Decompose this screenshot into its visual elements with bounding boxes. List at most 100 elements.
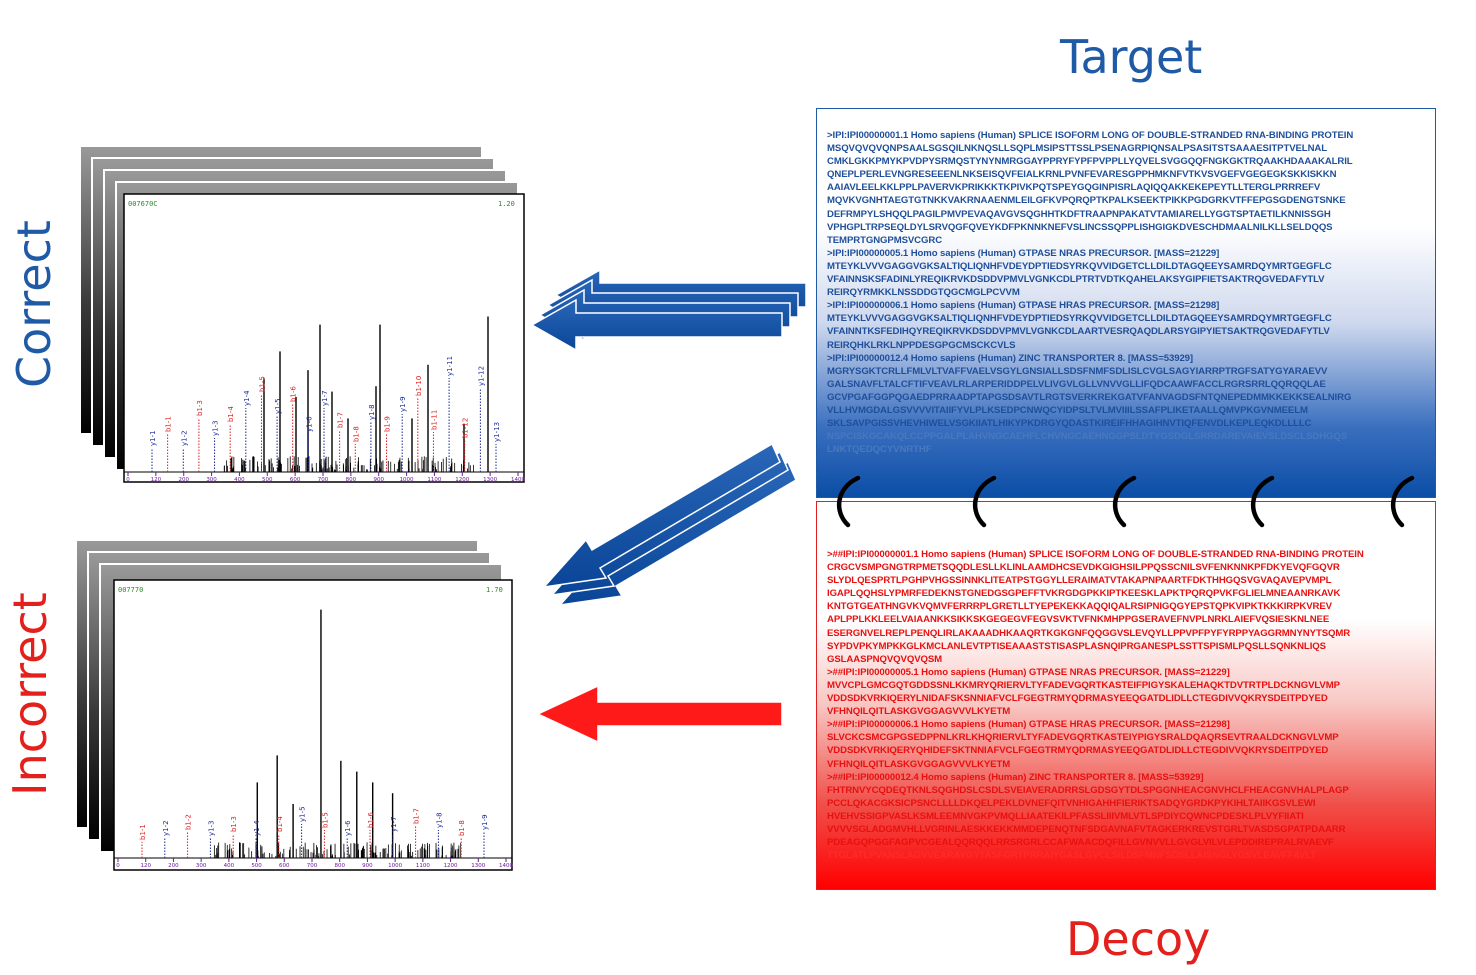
ion-label: b1-1 xyxy=(165,416,173,432)
decoy-database-box: >##IPI:IPI00000001.1 Homo sapiens (Human… xyxy=(816,501,1436,890)
ion-label: y1-11 xyxy=(446,356,454,376)
sequence-line: MTEYKLVVVGAGGVGKSALTIQLIQNHFVDEYDPTIEDSY… xyxy=(827,313,1332,325)
x-tick-label: 900 xyxy=(373,477,384,483)
ion-label: b1-7 xyxy=(413,808,421,824)
ion-label: b1-8 xyxy=(458,820,466,836)
sequence-line: TTGLATLPVANSLAGVVEARAYGYTASFGRTPRRAIYGAS… xyxy=(827,850,1317,862)
sequence-line: FHTRNVYCQDEQTKNLSQGHDSLCSDLSVEIAVERADRRS… xyxy=(827,784,1349,796)
sequence-line: VDDSDKVRKIQERYQHIDEFSKTNNIAFVCLFGEGTRMYQ… xyxy=(827,745,1329,757)
x-tick-label: 300 xyxy=(206,477,217,483)
sequence-line: MGRYSGKTCRLLFMLVLTVAFFVAELVSGYLGNSIALLSD… xyxy=(827,365,1328,377)
ion-label: b1-3 xyxy=(196,400,204,416)
sequence-line: IGAPLQQHSLYPMRFEDEKNSTGNEDGSGPEFFTVKRGDG… xyxy=(827,588,1341,600)
arrow-target-correct xyxy=(530,298,783,352)
sequence-line: GSLAASPNQVQVQVQSM xyxy=(827,653,943,665)
sequence-line: NSPCISKGCAKQLCCPPGALPLAHVNGCAEHFLCHVNGCA… xyxy=(827,431,1348,443)
x-tick-label: 400 xyxy=(234,477,245,483)
x-tick-label: 1100 xyxy=(427,477,441,483)
x-tick-label: 900 xyxy=(362,863,373,869)
x-tick-label: 120 xyxy=(140,863,151,869)
sequence-line: VFHNQILQITLASKGVGGAGVVVLKYETM xyxy=(827,706,1011,718)
spectrum-header-right: 1.20 xyxy=(498,200,515,208)
sequence-header: >##IPI:IPI00000012.4 Homo sapiens (Human… xyxy=(827,771,1204,783)
x-tick-label: 500 xyxy=(251,863,262,869)
x-tick-label: 700 xyxy=(318,477,329,483)
connector xyxy=(1250,475,1275,528)
ion-label: y1-1 xyxy=(149,430,157,446)
ion-label: y1-5 xyxy=(274,398,282,414)
x-tick-label: 1300 xyxy=(483,477,497,483)
ion-label: b1-3 xyxy=(230,816,238,832)
sequence-line: MVVCPLGMCGQTGDDSSNLKKMRYQRIERVLTYFADEVGQ… xyxy=(827,679,1340,691)
sequence-header: >IPI:IPI00000005.1 Homo sapiens (Human) … xyxy=(827,247,1220,259)
x-tick-label: 1400 xyxy=(499,863,513,869)
ion-label: y1-12 xyxy=(477,366,485,386)
x-tick-label: 1400 xyxy=(511,477,525,483)
ion-label: y1-5 xyxy=(299,806,307,822)
box-connectors xyxy=(836,475,1415,528)
ion-label: y1-6 xyxy=(305,416,313,432)
ion-label: y1-7 xyxy=(321,390,329,406)
peaks-correct xyxy=(223,316,489,472)
sequence-line: GCVPGAFGGPQGAEDPRRAADPTAPGSDSAVTLRGTSVER… xyxy=(827,391,1352,403)
ion-label: y1-6 xyxy=(344,820,352,836)
connector xyxy=(1112,475,1137,528)
ion-label: b1-1 xyxy=(139,824,147,840)
arrow-target-incorrect xyxy=(542,442,781,589)
x-tick-label: 120 xyxy=(151,477,162,483)
sequence-line: VVVVSGLADGMVHLLVGRINLAESKKEKKMMDEPENQTNF… xyxy=(827,823,1346,835)
sequence-line: DEFRMPYLSHQQLPAGILPMVPEVAQAVGVSQGHHTKDFT… xyxy=(827,208,1331,220)
ion-label: b1-5 xyxy=(258,376,266,392)
connector xyxy=(1390,475,1415,528)
x-tick-label: 1000 xyxy=(400,477,414,483)
ion-label: y1-3 xyxy=(207,820,215,836)
sequence-line: GALSNAVFLTALCFTIFVEAVLRLARPERIDDPELVLIVG… xyxy=(827,378,1326,390)
sequence-line: ESERGNVELREPLPENQLIRLAKAAADHKAAQRTKGKGNF… xyxy=(827,627,1351,639)
ion-label: y1-9 xyxy=(399,396,407,412)
sequence-line: TEMPRTGNGPMSVCGRC xyxy=(827,234,943,246)
sequence-line: QNEPLPERLEVNGRESEEENLNKSEISQVFEIALKRNLPV… xyxy=(827,169,1337,181)
sequence-line: CMKLGKKPMYKPVDPYSRMQSTYNYNMRGGAYPPRYFYPF… xyxy=(827,156,1353,168)
ion-label: y1-8 xyxy=(435,812,443,828)
x-tick-label: 800 xyxy=(346,477,357,483)
ion-label: b1-6 xyxy=(367,812,375,828)
ion-label: b1-4 xyxy=(276,816,284,832)
sequence-line: HVEHVSSIGPVASLKSMLEEMNVGKPVMQLLIAATEKILP… xyxy=(827,810,1304,822)
sequence-line: VFAINNTKSFEDIHQYREQIKRVKDSDDVPMVLVGNKCDL… xyxy=(827,326,1330,338)
sequence-line: VPHGPLTRPSEQLDYLSRVQGFQVEYKDFPKNNKNEFVSL… xyxy=(827,221,1333,233)
sequence-line: PDEAGQPGGFAGPVCGEALQQRQQLRRSRGRLCCAFWAAC… xyxy=(827,837,1334,849)
sequence-header: >IPI:IPI00000006.1 Homo sapiens (Human) … xyxy=(827,300,1220,312)
arrow-decoy-incorrect xyxy=(536,684,783,744)
ion-label: y1-2 xyxy=(162,820,170,836)
ion-label: b1-2 xyxy=(185,814,193,830)
sequence-line: CRGCVSMPGNGTRPMETSQQDLESLLKLINLAAMDHCSEV… xyxy=(827,562,1340,574)
target-to-incorrect-arrows xyxy=(542,442,797,607)
ion-label: y1-13 xyxy=(493,422,501,442)
ion-labels-correct: y1-1b1-1y1-2b1-3y1-3b1-4y1-4b1-5y1-5b1-6… xyxy=(149,356,501,472)
spectrum-panel-incorrect xyxy=(113,579,513,871)
x-tick-label: 600 xyxy=(290,477,301,483)
ion-label: y1-7 xyxy=(390,816,398,832)
ion-label: y1-4 xyxy=(253,820,261,836)
connector xyxy=(972,475,997,528)
x-tick-label: 1300 xyxy=(471,863,485,869)
sequence-line: REIRQYRMKKLNSSDDGTQGCMGLPCVVM xyxy=(827,287,1020,299)
sequence-line: VFHNQILQITLASKGVGGAGVVVLKYETM xyxy=(827,758,1011,770)
sequence-line: LNKTQEDQCYVNRTHF xyxy=(827,444,932,456)
connector xyxy=(836,475,861,528)
sequence-line: VLLHVMGDALGSVVVVITAIIFYVLPLKSEDPCNWQCYID… xyxy=(827,404,1308,416)
ion-label: b1-10 xyxy=(415,376,423,396)
spectrum-header-left: 007770 xyxy=(118,586,143,594)
sequence-line: KNTGTGEATHNGVKVQMVFERRRPLGRETLLTYEPEKEKK… xyxy=(827,601,1332,613)
x-tick-label: 1100 xyxy=(416,863,430,869)
sequence-header: >##IPI:IPI00000005.1 Homo sapiens (Human… xyxy=(827,666,1230,678)
ion-label: b1-8 xyxy=(352,426,360,442)
sequence-line: SKLSAVPGISSVHEVHIWELVSGKIIATLHIKYPKDRGYQ… xyxy=(827,418,1312,430)
sequence-line: MSQVQVQVQNPSAALSGSQILNKNQSLLSQPLMSIPSTTS… xyxy=(827,143,1327,155)
x-tick-label: 600 xyxy=(279,863,290,869)
sequence-line: APLPPLKKLEELVAIAANKKSIKKSKGEGEGVFEGVSVKT… xyxy=(827,614,1330,626)
